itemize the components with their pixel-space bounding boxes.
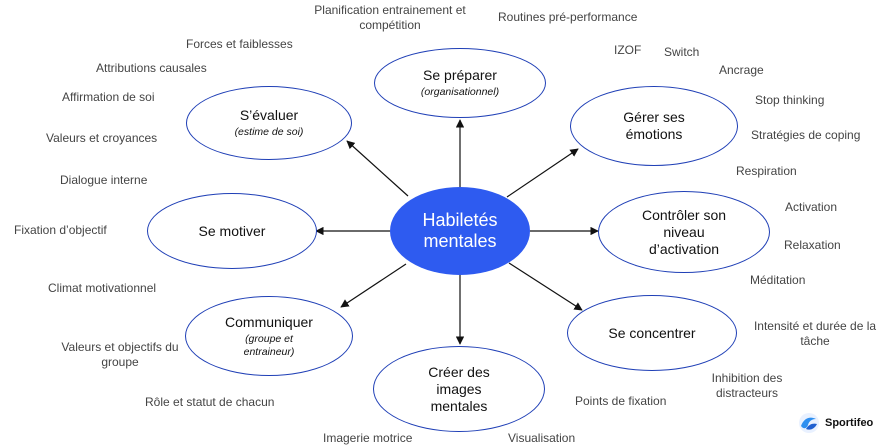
label-fixation-objectif: Fixation d’objectif — [14, 223, 107, 237]
node-title: Communiquer — [225, 313, 313, 330]
label-role-statut: Rôle et statut de chacun — [145, 395, 275, 409]
label-routines: Routines pré-performance — [498, 10, 638, 24]
label-activation: Activation — [785, 200, 838, 214]
node-gerer-emotions: Gérer ses émotions — [570, 86, 738, 166]
sportifeo-logo: Sportifeo — [798, 412, 873, 434]
node-se-motiver: Se motiver — [147, 193, 317, 269]
node-subtitle: (estime de soi) — [234, 126, 304, 138]
node-title: S’évaluer — [239, 107, 299, 123]
central-node-label: Habiletés mentales — [422, 210, 498, 251]
node-se-concentrer: Se concentrer — [567, 295, 737, 371]
node-title: Se préparer — [423, 67, 497, 83]
label-affirmation: Affirmation de soi — [62, 90, 155, 104]
label-intensite-duree: Intensité et durée de la tâche — [753, 319, 877, 348]
label-forces: Forces et faiblesses — [186, 37, 293, 51]
node-subtitle: (groupe et entraineur) — [243, 332, 295, 358]
label-valeurs-croyances: Valeurs et croyances — [46, 131, 158, 145]
node-title: Contrôler son niveau d’activation — [641, 206, 727, 257]
label-points-fixation: Points de fixation — [575, 394, 667, 408]
node-title: Se concentrer — [608, 324, 696, 341]
node-s-evaluer: S’évaluer (estime de soi) — [186, 86, 352, 160]
label-switch: Switch — [664, 45, 700, 59]
label-planification: Planification entrainement et compétitio… — [314, 3, 466, 32]
arrow-to-communiquer — [340, 263, 407, 308]
node-communiquer: Communiquer (groupe et entraineur) — [185, 296, 353, 376]
label-ancrage: Ancrage — [719, 63, 764, 77]
label-attributions: Attributions causales — [96, 61, 207, 75]
label-relaxation: Relaxation — [784, 238, 841, 252]
arrow-to-s-evaluer — [346, 140, 409, 197]
label-dialogue-interne: Dialogue interne — [60, 173, 148, 187]
sportifeo-wave-icon — [799, 413, 819, 433]
node-controler-activation: Contrôler son niveau d’activation — [598, 191, 770, 273]
central-node-habiletes-mentales: Habiletés mentales — [390, 187, 530, 275]
label-valeurs-objectifs-groupe: Valeurs et objectifs du groupe — [61, 340, 179, 369]
node-title: Créer des images mentales — [428, 363, 490, 414]
label-stop-thinking: Stop thinking — [755, 93, 825, 107]
label-izof: IZOF — [614, 43, 642, 57]
arrow-to-gerer-emotions — [506, 148, 579, 198]
label-meditation: Méditation — [750, 273, 806, 287]
node-se-preparer: Se préparer (organisationnel) — [374, 48, 546, 118]
label-strategies-coping: Stratégies de coping — [751, 128, 861, 142]
label-respiration: Respiration — [736, 164, 797, 178]
sportifeo-logo-text: Sportifeo — [825, 417, 874, 429]
label-climat-motivationnel: Climat motivationnel — [48, 281, 157, 295]
label-inhibition-distracteurs: Inhibition des distracteurs — [711, 371, 783, 400]
label-visualisation: Visualisation — [508, 431, 576, 445]
arrow-to-se-concentrer — [508, 262, 583, 311]
node-title: Se motiver — [198, 222, 266, 239]
label-imagerie-motrice: Imagerie motrice — [323, 431, 413, 445]
node-title: Gérer ses émotions — [623, 109, 685, 142]
node-creer-images: Créer des images mentales — [373, 346, 545, 432]
node-subtitle: (organisationnel) — [420, 86, 500, 98]
